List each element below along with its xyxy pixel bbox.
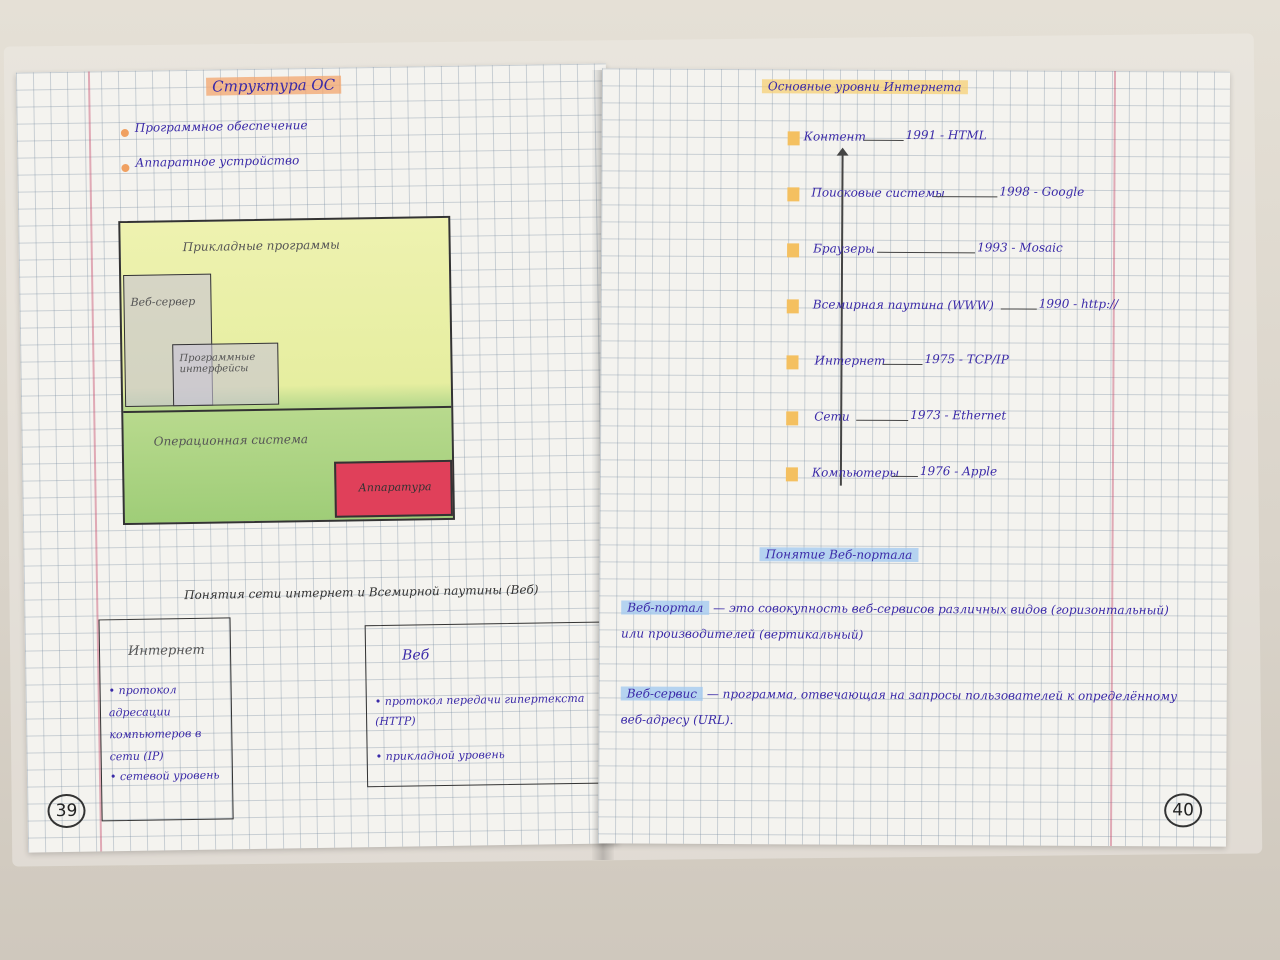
diagram-interfaces-block: Программные интерфейсы [172,342,280,407]
level-connector [891,475,918,478]
bullet-dot [121,163,130,173]
left-section-title: Понятия сети интернет и Всемирной паутин… [184,582,539,603]
service-definition-line1: Веб-сервис — программа, отвечающая на за… [620,686,1177,703]
service-definition-line2: веб-адресу (URL). [620,712,734,728]
diagram-os-divider [123,405,452,414]
level-year: 1976 - Apple [919,464,998,479]
level-marker [786,411,799,426]
level-marker [787,131,800,146]
web-box-item-http: • протокол передачи гипертекста (HTTP) [374,691,585,729]
levels-arrow [839,153,844,486]
level-name: Компьютеры [811,465,900,480]
level-name: Браузеры [813,241,875,256]
left-page: Структура ОС Программное обеспечение Апп… [15,63,619,853]
left-page-title: Структура ОС [206,75,342,96]
bullet-dot [120,128,129,138]
internet-box-item-layer: • сетевой уровень [109,768,220,784]
level-year: 1991 - HTML [905,127,987,143]
os-structure-diagram: Прикладные программы Веб-сервер Программ… [118,215,455,526]
internet-box: Интернет • протокол адресации компьютеро… [98,617,234,822]
level-marker [786,355,799,370]
right-section-title: Понятие Веб-портала [759,547,919,563]
diagram-web-server: Веб-сервер [130,294,196,309]
portal-definition-line2: или производителей (вертикальный) [621,626,864,642]
level-connector [882,363,923,366]
web-box-item-layer: • прикладной уровень [375,748,505,764]
level-year: 1998 - Google [999,184,1085,199]
web-box: Веб • протокол передачи гипертекста (HTT… [364,621,610,788]
right-margin-line [1109,71,1117,847]
level-connector [856,419,909,421]
internet-box-title: Интернет [127,642,205,659]
diagram-application-programs: Прикладные программы [182,237,341,255]
level-name: Всемирная паутина (WWW) [812,297,994,313]
level-name: Сети [814,409,850,424]
level-name: Интернет [814,353,886,368]
left-page-number: 39 [47,793,86,829]
right-page-number: 40 [1164,793,1203,828]
service-term: Веб-сервис [620,686,704,701]
web-box-title: Веб [401,647,430,664]
level-connector [863,139,904,141]
right-page: Основные уровни Интернета Контент 1991 -… [597,68,1231,847]
level-name: Контент [803,129,866,144]
level-marker [787,243,800,258]
diagram-os: Операционная система [153,432,309,449]
portal-term: Веб-портал [621,600,710,615]
right-page-title: Основные уровни Интернета [761,79,968,95]
level-year: 1990 - http:// [1038,296,1119,312]
diagram-hardware-block: Аппаратура [334,459,453,518]
internet-box-item-ip: • протокол адресации компьютеров в сети … [108,683,202,764]
level-marker [786,299,799,314]
level-connector [1000,308,1037,310]
portal-definition-line1: Веб-портал — это совокупность веб-сервис… [621,600,1169,617]
level-name: Поисковые системы [811,185,945,201]
level-year: 1993 - Mosaic [977,240,1063,255]
bullet-software: Программное обеспечение [134,118,308,135]
level-marker [785,467,798,482]
diagram-system-programs: Программные интерфейсы [179,351,256,376]
arrow-up-icon [836,147,849,156]
level-marker [787,187,800,202]
diagram-hardware: Аппаратура [358,480,432,495]
level-year: 1973 - Ethernet [910,407,1007,423]
level-connector [877,251,976,254]
bullet-hardware: Аппаратное устройство [135,153,300,170]
level-year: 1975 - TCP/IP [924,352,1009,367]
